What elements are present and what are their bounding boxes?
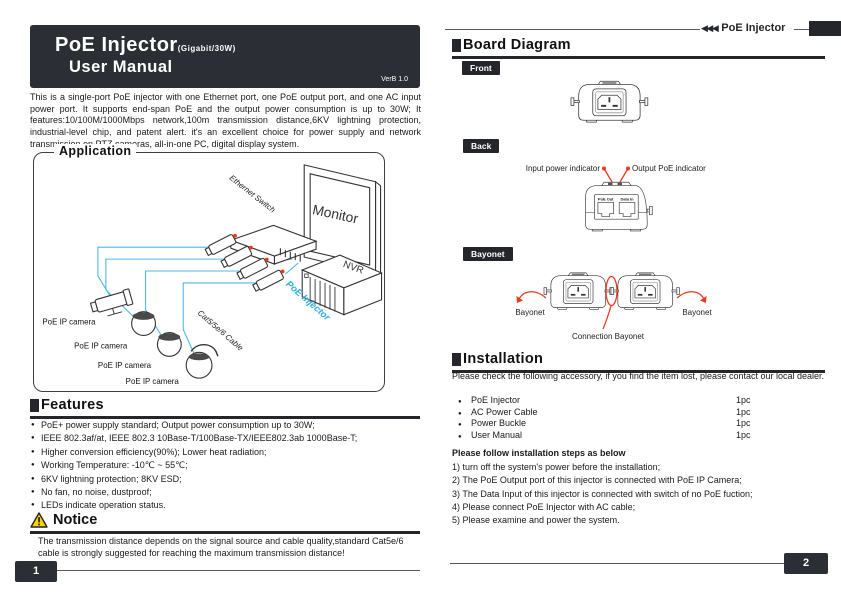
triple-arrow-icon: ◀◀◀: [701, 22, 719, 33]
feature-item: Working Temperature: -10℃ ~ 55℃;: [30, 459, 418, 473]
output-poe-indicator-label: Output PoE indicator: [632, 164, 706, 173]
monitor-figure: Monitor: [303, 164, 382, 285]
feature-item: 6KV lightning protection; 8KV ESD;: [30, 473, 418, 487]
brand-label: PoE Injector: [721, 22, 786, 34]
bayonet-right-label: Bayonet: [682, 308, 712, 317]
page1-number: 1: [15, 561, 57, 582]
application-figure: Application Monitor: [33, 144, 385, 392]
feature-item: LEDs indicate operation status.: [30, 499, 418, 513]
board-diagram-title: Board Diagram: [463, 37, 571, 53]
back-tag: Back: [463, 139, 500, 153]
camera-3-figure: [156, 331, 182, 357]
version-label: VerB 1.0: [381, 76, 408, 83]
camera-4-figure: [185, 343, 219, 379]
camera-2-label: PoE IP camera: [74, 341, 128, 350]
right-bayonet-arrow: [676, 291, 705, 300]
output-indicator-line: [619, 168, 629, 183]
camera-4-label: PoE IP camera: [126, 377, 180, 386]
front-tag: Front: [462, 61, 500, 75]
bullet-icon: ●: [458, 433, 462, 440]
installation-step: 3) The Data Input of this injector is co…: [452, 488, 753, 499]
notice-heading: Notice: [30, 512, 420, 534]
manual-title-box: PoE Injector(Gigabit/30W) User Manual Ve…: [30, 25, 420, 88]
feature-item: IEEE 802.3af/at, IEEE 802.3 10Base-T/100…: [30, 432, 418, 446]
front-view-figure: [570, 80, 649, 123]
back-view-figure: Input power indicator Output PoE indicat…: [526, 164, 706, 232]
camera-1-label: PoE IP camera: [42, 318, 96, 327]
rj45-data-in-port: [618, 202, 636, 217]
connection-highlight-ellipse: [605, 275, 618, 307]
installation-intro: Please check the following accessory, if…: [452, 371, 825, 381]
manual-subtitle: User Manual: [69, 58, 173, 76]
manual-title: PoE Injector(Gigabit/30W): [55, 34, 236, 56]
feature-item: PoE+ power supply standard; Output power…: [30, 419, 418, 433]
bayonet-figure: Bayonet Bayonet Connection Bayonet: [515, 272, 712, 341]
input-indicator-line: [603, 168, 613, 183]
injector-back-device: PoE Out Data In: [585, 181, 653, 232]
installation-steps-title: Please follow installation steps as belo…: [452, 448, 626, 458]
bullet-icon: ●: [458, 410, 462, 417]
data-in-port-label: Data In: [621, 197, 635, 202]
header-rule-right: [794, 29, 809, 30]
connection-bayonet-label: Connection Bayonet: [572, 332, 645, 341]
square-bullet-icon: [30, 398, 39, 412]
left-bayonet-arrow: [518, 291, 547, 300]
application-figure-title: Application: [54, 144, 137, 158]
notice-title: Notice: [53, 512, 98, 528]
installation-heading: Installation: [452, 351, 825, 373]
input-power-indicator-label: Input power indicator: [526, 164, 601, 173]
feature-item: Higher conversion efficiency(90%); Lower…: [30, 446, 418, 460]
feature-item: No fan, no noise, dustproof;: [30, 486, 418, 500]
installation-title: Installation: [463, 351, 544, 367]
rj45-poe-out-port: [597, 202, 614, 217]
camera-1-figure: [89, 288, 134, 317]
square-bullet-icon: [452, 352, 461, 366]
warning-triangle-icon: [30, 512, 48, 528]
poe-out-port-label: PoE Out: [598, 197, 614, 202]
installation-step: 4) Please connect PoE Injector with AC c…: [452, 501, 636, 512]
bayonet-left-label: Bayonet: [515, 308, 545, 317]
features-list: PoE+ power supply standard; Output power…: [30, 419, 418, 513]
nvr-figure: NVR: [300, 254, 383, 316]
installation-step: 5) Please examine and power the system.: [452, 515, 620, 526]
cable-label: Cat5/5e/6 Cable: [196, 308, 246, 353]
notice-text: The transmission distance depends on the…: [38, 536, 404, 558]
installation-step: 2) The PoE Output port of this injector …: [452, 475, 742, 486]
application-diagram: Monitor Ethernet Switch NVR: [42, 164, 383, 386]
ethernet-switch-label: Ethernet Switch: [228, 173, 278, 215]
bullet-icon: ●: [458, 422, 462, 428]
camera-2-figure: [131, 311, 156, 337]
installation-steps: 1) turn off the system's power before th…: [452, 461, 830, 527]
bayonet-tag: Bayonet: [463, 247, 513, 261]
header-corner-block: [809, 21, 841, 36]
running-header: ◀◀◀ PoE Injector: [701, 22, 785, 34]
bullet-icon: ●: [458, 399, 462, 405]
intro-paragraph: This is a single-port PoE injector with …: [30, 92, 421, 149]
page2-footer-rule: [450, 563, 788, 564]
manual-title-paren: (Gigabit/30W): [177, 44, 236, 53]
camera-3-label: PoE IP camera: [98, 361, 152, 370]
page2-number: 2: [784, 553, 828, 574]
features-title: Features: [41, 397, 104, 413]
poe-injector-figures: [204, 233, 285, 292]
page1-footer-rule: [55, 570, 420, 571]
header-rule-left: [445, 29, 700, 30]
features-heading: Features: [30, 397, 420, 419]
board-diagram-heading: Board Diagram: [452, 37, 825, 59]
connection-leader-line: [602, 305, 612, 330]
installation-step: 1) turn off the system's power before th…: [452, 462, 661, 472]
square-bullet-icon: [452, 38, 461, 52]
